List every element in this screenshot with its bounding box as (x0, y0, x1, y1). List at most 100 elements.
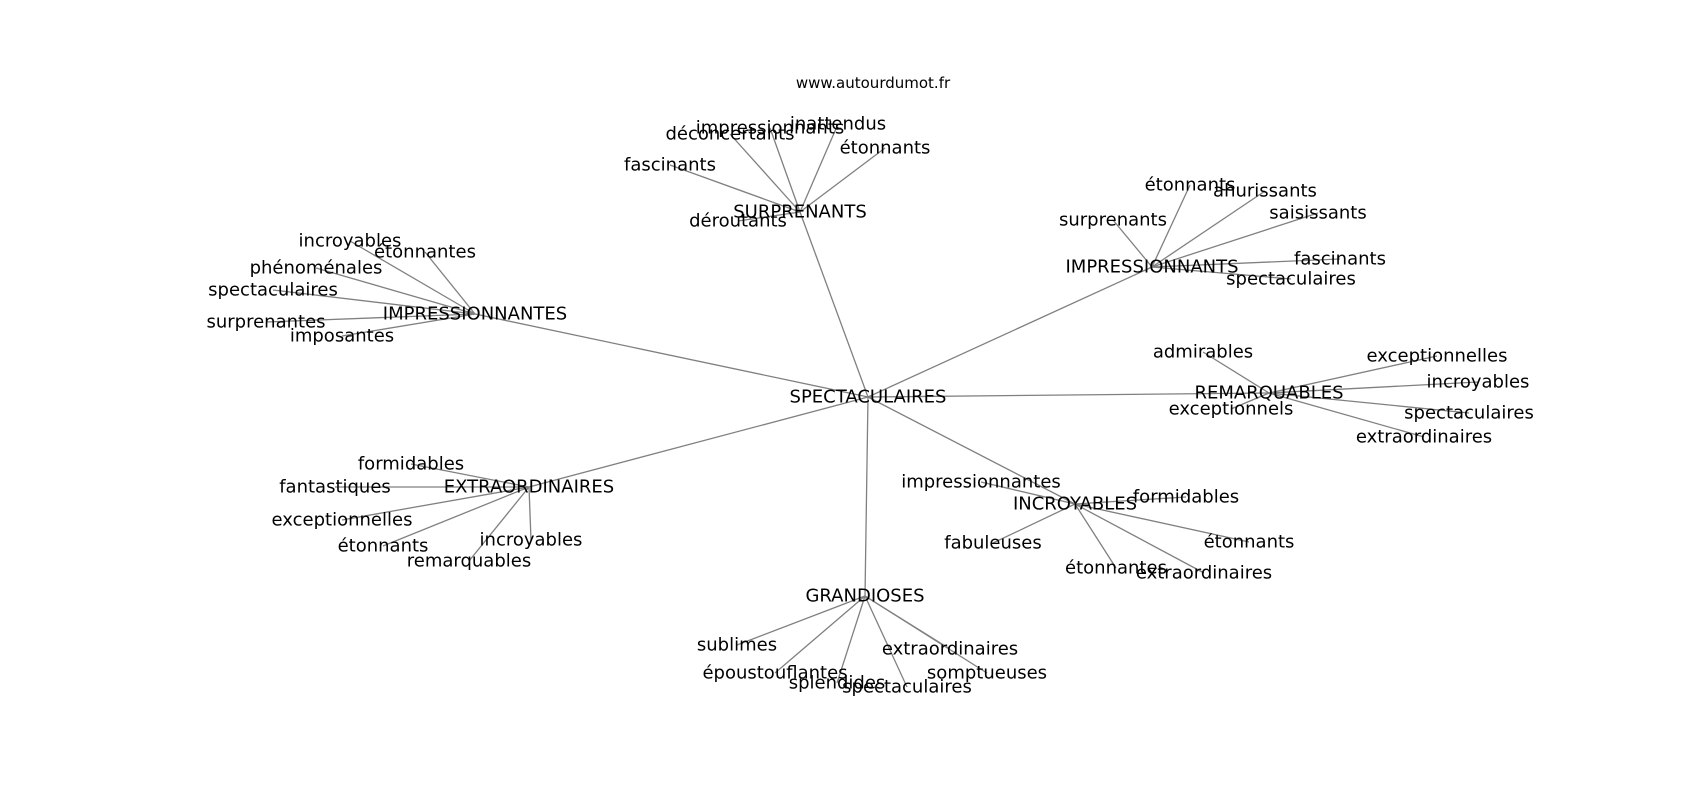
edge-hub-to-leaf (736, 595, 866, 646)
edge-hub-to-leaf (1074, 503, 1117, 569)
edge-center-to-hub (867, 396, 1076, 505)
edge-hub-to-leaf (1112, 219, 1153, 268)
edge-hub-to-leaf (468, 486, 530, 562)
leaf-node-label: étonnantes (374, 242, 476, 263)
leaf-node-label: extraordinaires (1136, 563, 1272, 584)
edge-hub-to-leaf (349, 240, 476, 315)
edge-hub-to-leaf (799, 123, 839, 213)
edge-hub-to-leaf (1268, 355, 1438, 394)
leaf-node-label: sublimes (697, 635, 777, 656)
leaf-node-label: somptueuses (927, 663, 1047, 684)
edge-hub-to-leaf (737, 211, 801, 222)
hub-node-label: INCROYABLES (1013, 494, 1137, 515)
edge-hub-to-leaf (1074, 503, 1205, 574)
leaf-node-label: étonnants (840, 138, 931, 159)
edge-hub-to-leaf (315, 267, 476, 315)
leaf-node-label: étonnants (1204, 532, 1295, 553)
leaf-node-label: exceptionnelles (272, 510, 413, 531)
edge-hub-to-leaf (424, 251, 476, 315)
edge-hub-to-leaf (272, 289, 476, 315)
leaf-node-label: déconcertants (665, 124, 794, 145)
site-credit: www.autourdumot.fr (796, 74, 951, 92)
edge-hub-to-leaf (836, 595, 866, 684)
hub-node-label: GRANDIOSES (805, 586, 924, 607)
leaf-node-label: extraordinaires (882, 639, 1018, 660)
edge-hub-to-leaf (729, 133, 801, 213)
edge-hub-to-leaf (774, 595, 866, 674)
hub-node-label: IMPRESSIONNANTES (383, 304, 567, 325)
edge-hub-to-leaf (528, 486, 532, 541)
leaf-node-label: fantastiques (279, 477, 391, 498)
leaf-node-label: étonnantes (1065, 558, 1167, 579)
edge-hub-to-leaf (1074, 503, 1250, 543)
edge-center-to-hub (474, 313, 869, 398)
leaf-node-label: spectaculaires (1404, 403, 1534, 424)
hub-node-label: EXTRAORDINAIRES (444, 477, 614, 498)
leaf-node-label: déroutants (689, 211, 787, 232)
leaf-node-label: saisissants (1269, 203, 1366, 224)
edge-hub-to-leaf (1268, 381, 1479, 394)
hub-node-label: IMPRESSIONNANTS (1065, 257, 1238, 278)
leaf-node-label: impressionnants (696, 118, 845, 139)
graph-edges (265, 123, 1479, 688)
leaf-node-label: surprenantes (206, 312, 325, 333)
leaf-node-label: exceptionnelles (1367, 346, 1508, 367)
edge-hub-to-leaf (980, 481, 1076, 505)
leaf-node-label: spectaculaires (208, 280, 338, 301)
edge-hub-to-leaf (1151, 212, 1319, 268)
leaf-node-label: remarquables (407, 551, 531, 572)
leaf-node-label: étonnants (338, 536, 429, 557)
leaf-node-label: ahurissants (1213, 181, 1317, 202)
edge-center-to-hub (867, 266, 1153, 398)
leaf-node-label: incroyables (480, 530, 583, 551)
leaf-node-label: inattendus (790, 114, 886, 135)
edge-hub-to-leaf (1151, 190, 1266, 268)
edge-hub-to-leaf (410, 463, 530, 488)
edge-hub-to-leaf (341, 313, 476, 337)
leaf-node-label: exceptionnels (1169, 399, 1294, 420)
edge-hub-to-leaf (1230, 392, 1270, 410)
edge-hub-to-leaf (1202, 351, 1270, 394)
edge-hub-to-leaf (864, 595, 988, 674)
edge-hub-to-leaf (1268, 392, 1425, 438)
graph-labels: SPECTACULAIRESSURPRENANTSdéconcertantsim… (206, 114, 1533, 698)
edge-hub-to-leaf (1268, 392, 1470, 414)
edge-center-to-hub (864, 396, 869, 597)
leaf-node-label: phénoménales (250, 258, 383, 279)
center-node-label: SPECTACULAIRES (790, 387, 947, 408)
edge-hub-to-leaf (265, 313, 476, 323)
leaf-node-label: extraordinaires (1356, 427, 1492, 448)
leaf-node-label: incroyables (299, 231, 402, 252)
edge-hub-to-leaf (1074, 496, 1187, 505)
edge-hub-to-leaf (669, 164, 801, 213)
leaf-node-label: formidables (358, 454, 464, 475)
hub-node-label: SURPRENANTS (733, 202, 867, 223)
leaf-node-label: spectaculaires (1226, 269, 1356, 290)
leaf-node-label: étonnants (1145, 175, 1236, 196)
leaf-node-label: fascinants (624, 155, 716, 176)
edge-hub-to-leaf (769, 127, 801, 213)
leaf-node-label: surprenants (1059, 210, 1167, 231)
edge-hub-to-leaf (1151, 266, 1292, 280)
edge-center-to-hub (528, 396, 869, 488)
edge-hub-to-leaf (992, 503, 1076, 544)
edge-center-to-hub (867, 392, 1270, 398)
leaf-node-label: splendides (789, 673, 886, 694)
edge-center-to-hub (799, 211, 869, 398)
edge-hub-to-leaf (382, 486, 530, 547)
leaf-node-label: fabuleuses (944, 533, 1042, 554)
leaf-node-label: impressionnantes (901, 472, 1061, 493)
leaf-node-label: spectaculaires (842, 677, 972, 698)
leaf-node-label: imposantes (290, 326, 394, 347)
edge-hub-to-leaf (1151, 184, 1191, 268)
leaf-node-label: incroyables (1427, 372, 1530, 393)
leaf-node-label: admirables (1153, 342, 1253, 363)
edge-hub-to-leaf (799, 147, 886, 213)
edge-hub-to-leaf (864, 595, 908, 688)
leaf-node-label: fascinants (1294, 249, 1386, 270)
leaf-node-label: formidables (1133, 487, 1239, 508)
leaf-node-label: époustouflantes (702, 663, 847, 684)
edge-hub-to-leaf (1151, 258, 1341, 268)
hub-node-label: REMARQUABLES (1194, 383, 1343, 404)
